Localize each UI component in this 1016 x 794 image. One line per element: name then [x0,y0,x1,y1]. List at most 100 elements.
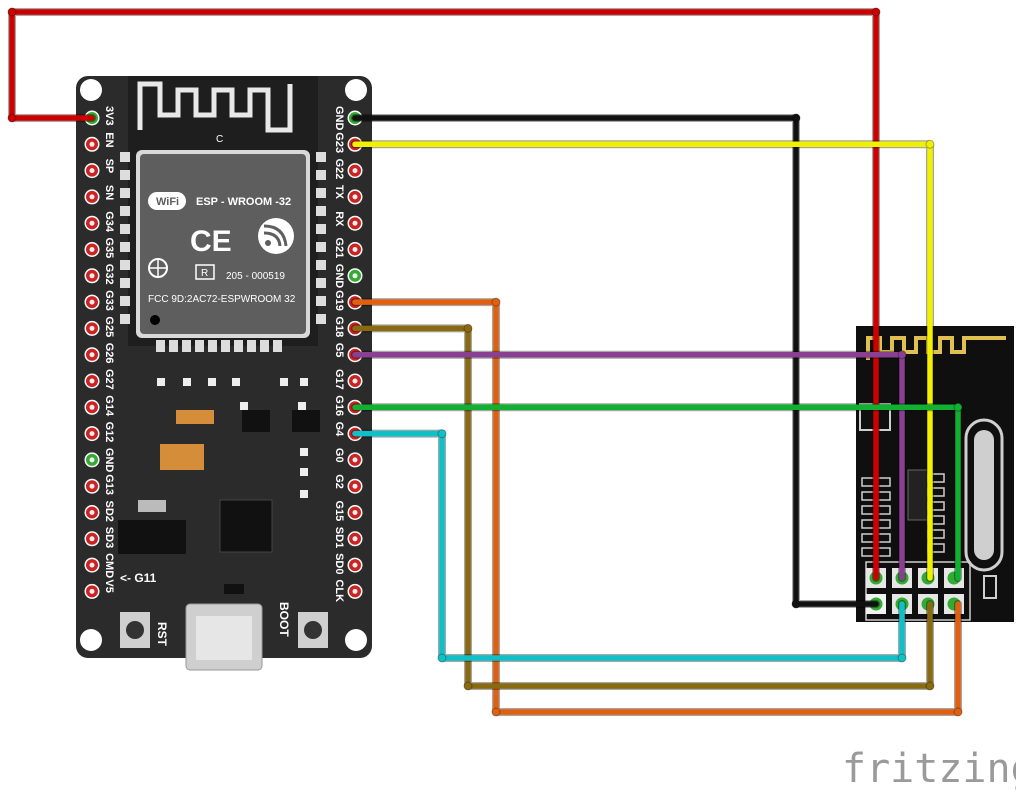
micro-usb-port[interactable] [185,603,263,671]
mount-hole [80,629,102,651]
pin-label: G22 [333,159,345,180]
pin-hole [352,510,358,515]
wifi-badge [148,192,186,210]
pin-hole [352,194,358,200]
smd-pad [300,378,308,386]
module-pad [273,340,282,352]
pin-label: G18 [333,316,345,337]
wire-bend [925,139,935,149]
pin-label: G25 [103,316,115,337]
module-pad [316,242,326,252]
wire-bend [897,653,907,663]
pin-hole [89,247,95,252]
wire-bend [491,297,501,307]
pin-hole [89,536,95,542]
pin-label: G32 [103,264,115,285]
module-pad [316,260,326,270]
pin-label: SD2 [103,501,115,522]
crystal-body [974,430,994,560]
module-pad [316,188,326,198]
pin-label: G33 [103,290,115,311]
pin-hole [89,404,95,410]
diode [224,584,244,594]
espressif-logo-icon [258,218,294,254]
pin-label: G35 [103,238,115,259]
wire-bend [925,681,935,691]
pin-label: G16 [333,395,345,416]
rst-label: RST [155,622,169,647]
pin-hole [352,378,358,384]
pin-hole [352,457,358,463]
module-pad [316,206,326,216]
g11-label: <- G11 [120,571,157,585]
antenna-mark: C [216,134,223,145]
pin-hole [89,378,95,384]
wire-g23-mosi[interactable] [351,139,935,582]
wire-gnd-gnd[interactable] [351,113,880,609]
pin-hole [89,588,95,594]
pin-label: GND [103,448,115,473]
pin-hole [352,168,358,174]
pin-label: SD0 [333,553,345,574]
pin-label: G23 [333,132,345,153]
module-pad [260,340,269,352]
module-pad [221,340,230,352]
boot-button[interactable] [298,612,328,648]
module-pad [120,224,130,234]
module-pad [316,296,326,306]
pin-hole [89,194,95,200]
module-pads [120,152,326,498]
usb-uart-chip [219,499,273,553]
smd-pad [300,448,308,456]
pin-hole [89,352,95,358]
transistor [242,410,270,432]
wire-bend [463,323,473,333]
capacitor [176,410,214,424]
transistor [292,410,320,432]
wire-bend [7,113,17,123]
pin-label: CMD [103,553,115,578]
wire-bend [953,707,963,717]
esp-wroom-32-module: C WiFi ESP - WROOM -32 CE R 205 - 000519… [128,76,318,346]
mount-hole [345,79,367,101]
wire-bend [897,350,907,360]
module-pad [120,242,130,252]
wire-bend [437,429,447,439]
pin-label: SD3 [103,527,115,548]
voltage-regulator [118,520,186,554]
nrf-header-outline [865,561,971,621]
module-pad [316,170,326,180]
pin-label: G26 [103,343,115,364]
pin-label: G17 [333,369,345,390]
pin-label: G27 [103,369,115,390]
wire-g18-sck[interactable] [351,323,935,691]
rst-button[interactable] [120,612,150,648]
pin-label: G5 [333,343,345,358]
pin-label: EN [103,132,115,147]
pin-label: G0 [333,448,345,463]
pin-label: GND [333,106,345,131]
module-pad [120,188,130,198]
nrf-component [983,575,997,599]
pin-label: 3V3 [103,106,115,126]
wire-g4-ce[interactable] [351,429,907,663]
pin-hole [352,247,358,252]
pin-hole [89,325,95,331]
module-pad [120,278,130,288]
module-dot [150,315,160,325]
cert-r-box [195,264,215,280]
wire-g19-miso[interactable] [351,297,963,717]
wire-3v3-vcc[interactable] [7,7,881,582]
pin-label: V5 [103,579,115,592]
module-pad [182,340,191,352]
regulator-tab [138,500,166,512]
pin-hole [89,299,95,305]
smd-pad [298,402,306,410]
wire-g5-csn[interactable] [351,350,907,582]
module-pad [169,340,178,352]
capacitor [160,444,204,470]
wire-g16-irq[interactable] [351,402,963,582]
pin-label: SD1 [333,527,345,548]
wire-bend [437,653,447,663]
